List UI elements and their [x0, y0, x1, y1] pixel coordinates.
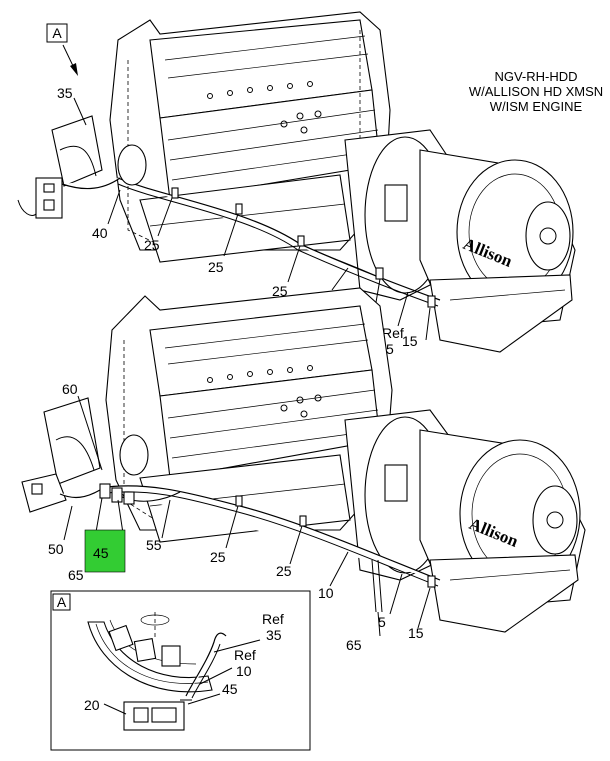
callout-65b: 65: [346, 637, 362, 653]
detail-marker-label: A: [57, 594, 67, 610]
view-marker-a: A: [46, 23, 78, 76]
callout-45: 45: [93, 545, 109, 561]
callout-35: 35: [57, 85, 73, 101]
callout-15: 15: [408, 625, 424, 641]
callout-55: 55: [146, 537, 162, 553]
callout-25b: 25: [276, 563, 292, 579]
callout-25a: 25: [210, 549, 226, 565]
callout-25b: 25: [208, 259, 224, 275]
detail-a-panel: A: [50, 590, 311, 751]
detail-callouts: Ref 35 Ref 10 45 20: [84, 611, 284, 713]
callout-40: 40: [92, 225, 108, 241]
highlight-callout-45: [84, 529, 126, 573]
detail-callout-leaders: [103, 639, 261, 715]
callout-50: 50: [48, 541, 64, 557]
callout-ref5-num: 5: [386, 341, 394, 357]
detail-callout-20: 20: [84, 697, 100, 713]
diagram-title: NGV-RH-HDD W/ALLISON HD XMSN W/ISM ENGIN…: [469, 69, 603, 114]
top-bracket-valve: [17, 115, 147, 219]
callout-65a: 65: [68, 567, 84, 583]
detail-callout-ref35-num: 35: [266, 627, 282, 643]
top-bolts: [207, 81, 322, 134]
callout-10: 10: [318, 585, 334, 601]
bottom-engine-assembly: Allison: [21, 287, 586, 633]
top-engine-assembly: Allison: [17, 11, 576, 353]
callout-5: 5: [378, 614, 386, 630]
callout-15: 15: [402, 333, 418, 349]
callout-ref5-ref: Ref: [382, 325, 404, 341]
view-marker-label: A: [52, 25, 62, 41]
bottom-callouts: 60 50 45 65 55 25 25 10 65 5 15: [48, 381, 424, 653]
title-line-1: NGV-RH-HDD: [494, 69, 577, 84]
top-callout-leaders: [73, 97, 431, 341]
detail-callout-ref35-ref: Ref: [262, 611, 284, 627]
callout-60: 60: [62, 381, 78, 397]
callout-25c: 25: [272, 283, 288, 299]
title-line-3: W/ISM ENGINE: [490, 99, 583, 114]
detail-callout-45: 45: [222, 681, 238, 697]
detail-callout-ref10-ref: Ref: [234, 647, 256, 663]
detail-callout-ref10-num: 10: [236, 663, 252, 679]
bottom-bolts: [207, 365, 322, 418]
callout-25a: 25: [144, 237, 160, 253]
title-line-2: W/ALLISON HD XMSN: [469, 84, 603, 99]
